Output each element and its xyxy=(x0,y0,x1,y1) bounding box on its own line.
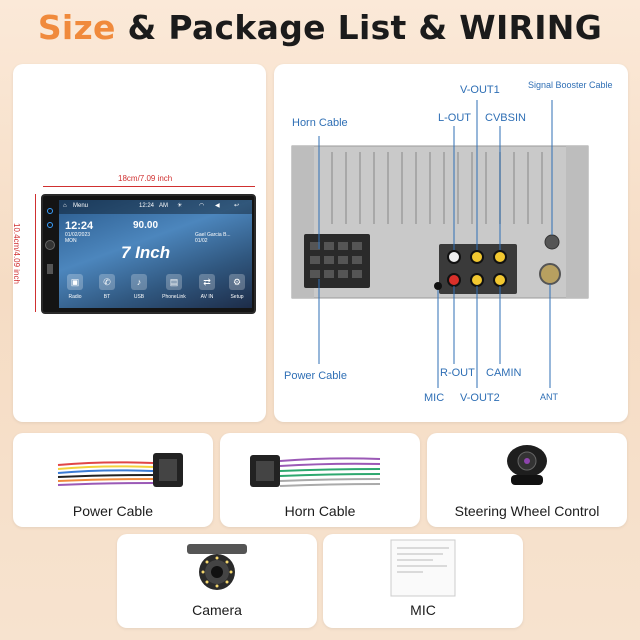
label-r-out: R-OUT xyxy=(440,367,475,379)
horn-cable-image xyxy=(250,455,381,487)
app-avin[interactable]: ⇄ AV IN xyxy=(195,274,219,300)
manual-image xyxy=(390,539,456,597)
radio-frequency: 90.00 xyxy=(133,220,159,231)
power-button[interactable] xyxy=(47,208,53,214)
app-dock: ▣ Radio ✆ BT ♪ USB ▤ PhoneLink ⇄ AV IN xyxy=(59,272,252,308)
clock-widget: 12:24 01/02/2023 MON xyxy=(65,220,93,244)
left-button-column xyxy=(45,204,55,304)
width-dimension-line xyxy=(43,186,255,187)
iso-pins xyxy=(310,242,362,278)
app-label: PhoneLink xyxy=(162,294,186,300)
antenna-port xyxy=(539,263,561,285)
usb-icon: ♪ xyxy=(131,274,147,290)
wiring-panel: Horn Cable Power Cable V-OUT1 L-OUT CVBS… xyxy=(274,64,628,422)
package-camera: Camera xyxy=(117,534,317,628)
label-horn-cable: Horn Cable xyxy=(292,117,348,129)
title-size-word: Size xyxy=(37,8,116,47)
signal-booster-port xyxy=(544,234,560,250)
app-setup[interactable]: ⚙ Setup xyxy=(225,274,249,300)
size-overlay-text: 7 Inch xyxy=(121,243,171,262)
gear-icon: ⚙ xyxy=(229,274,245,290)
label-l-out: L-OUT xyxy=(438,112,471,124)
back-icon[interactable]: ↩ xyxy=(234,203,240,209)
volume-knob[interactable] xyxy=(45,240,55,250)
label-camin: CAMIN xyxy=(486,367,522,379)
caption-steering: Steering Wheel Control xyxy=(454,503,600,519)
app-usb[interactable]: ♪ USB xyxy=(127,274,151,300)
usb-port xyxy=(47,264,53,274)
clock-day: MON xyxy=(65,238,77,244)
wiring-diagram xyxy=(291,100,589,388)
power-cable-image xyxy=(57,453,183,487)
package-power-cable: Power Cable xyxy=(13,433,213,527)
width-dimension-label: 18cm/7.09 inch xyxy=(118,174,173,183)
label-power-cable: Power Cable xyxy=(284,370,347,382)
head-unit: ⌂ Menu 12:24 AM ☀ ◠ ◀ ↩ 12:24 01/02/2023… xyxy=(41,194,256,314)
song-title: Gael Garcia B... xyxy=(195,232,231,238)
avin-icon: ⇄ xyxy=(199,274,215,290)
page-title: Size & Package List & WIRING xyxy=(0,8,640,52)
song-date: 01/02 xyxy=(195,238,208,244)
phonelink-icon: ▤ xyxy=(166,274,182,290)
leader-lines xyxy=(318,100,553,388)
label-v-out2: V-OUT2 xyxy=(460,392,500,404)
radio-widget[interactable]: 90.00 xyxy=(133,220,158,231)
height-dimension-label: 10.4cm/4.09 inch xyxy=(11,223,21,284)
title-rest: & Package List & WIRING xyxy=(115,8,603,47)
radio-icon: ▣ xyxy=(67,274,83,290)
app-phonelink[interactable]: ▤ PhoneLink xyxy=(159,274,189,300)
chassis-side-right xyxy=(566,146,588,298)
app-bt[interactable]: ✆ BT xyxy=(95,274,119,300)
cvbsin-jack xyxy=(493,250,507,264)
size-panel: 18cm/7.09 inch 10.4cm/4.09 inch ⌂ Menu 1… xyxy=(11,64,266,422)
label-mic: MIC xyxy=(424,392,445,404)
menu-label[interactable]: Menu xyxy=(73,203,89,209)
home-icon[interactable]: ⌂ xyxy=(63,203,67,209)
app-label: Radio xyxy=(68,294,82,300)
display-screen: ⌂ Menu 12:24 AM ☀ ◠ ◀ ↩ 12:24 01/02/2023… xyxy=(59,200,252,308)
caption-power-cable: Power Cable xyxy=(72,503,154,519)
v-out1-jack xyxy=(470,250,484,264)
cooling-ribs xyxy=(331,152,543,224)
status-bar: ⌂ Menu 12:24 AM ☀ ◠ ◀ ↩ xyxy=(59,200,252,214)
label-cvbsin: CVBSIN xyxy=(485,112,526,124)
brightness-icon[interactable]: ☀ xyxy=(177,203,183,209)
volume-icon[interactable]: ◀ xyxy=(215,203,220,209)
camin-jack xyxy=(493,273,507,287)
caption-camera: Camera xyxy=(192,602,242,618)
height-dimension-line xyxy=(35,194,36,312)
home-button[interactable] xyxy=(47,222,53,228)
bluetooth-icon: ✆ xyxy=(99,274,115,290)
l-out-jack xyxy=(447,250,461,264)
package-steering: Steering Wheel Control xyxy=(427,433,627,527)
app-radio[interactable]: ▣ Radio xyxy=(63,274,87,300)
clock-time: 12:24 xyxy=(65,220,94,232)
r-out-jack xyxy=(447,273,461,287)
app-label: Setup xyxy=(230,294,244,300)
caption-horn-cable: Horn Cable xyxy=(284,503,356,519)
v-out2-jack xyxy=(470,273,484,287)
music-widget[interactable]: Gael Garcia B... 01/02 xyxy=(195,232,231,244)
wifi-icon: ◠ xyxy=(199,203,205,209)
label-signal-booster: Signal Booster Cable xyxy=(528,80,613,90)
app-label: BT xyxy=(103,294,111,300)
camera-image xyxy=(187,544,247,590)
label-ant: ANT xyxy=(540,392,558,402)
steering-remote-image xyxy=(507,445,547,485)
app-label: AV IN xyxy=(200,294,214,300)
clock-date: 01/02/2023 xyxy=(65,232,91,238)
package-mic: MIC xyxy=(323,534,523,628)
caption-mic: MIC xyxy=(410,602,436,618)
app-label: USB xyxy=(133,294,145,300)
package-horn-cable: Horn Cable xyxy=(220,433,420,527)
status-time: 12:24 xyxy=(139,203,155,209)
status-ampm: AM xyxy=(159,203,168,209)
mic-jack xyxy=(434,282,442,290)
label-v-out1: V-OUT1 xyxy=(460,84,500,96)
